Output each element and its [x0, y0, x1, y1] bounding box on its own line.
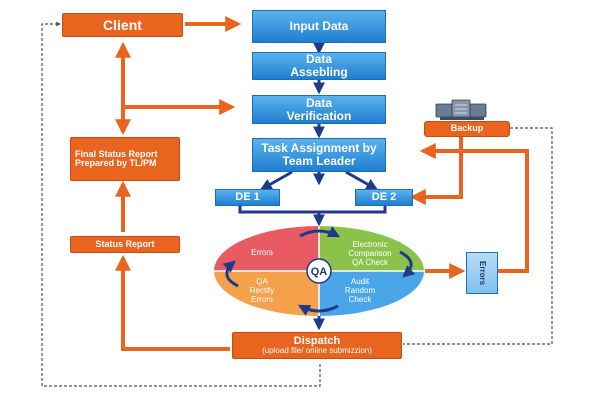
de-merge-to-qa-arrow	[238, 206, 387, 214]
final-status-box: Final Status Report Prepared by TL/PM	[70, 137, 180, 181]
data-verification-box: Data Verification	[252, 95, 386, 124]
input-data-box: Input Data	[252, 10, 386, 43]
qa-errors-label: Errors	[251, 248, 273, 257]
dispatch-return-dashed-line	[41, 21, 321, 387]
qa-electronic-line2: Comparison	[348, 249, 391, 258]
task-to-de2-arrow	[345, 170, 379, 191]
de2-box: DE 2	[355, 189, 413, 206]
qa-quadrant-electronic	[319, 226, 424, 271]
qa-cycle-arrow-bottom	[297, 304, 339, 316]
qa-electronic-line3: QA Check	[352, 258, 389, 267]
qa-audit-line3: Check	[349, 295, 373, 304]
qa-audit-line1: Audit	[351, 277, 370, 286]
qa-quadrant-errors	[214, 226, 319, 271]
task-to-de1-arrow	[259, 170, 293, 191]
qa-center-circle	[306, 258, 332, 284]
backup-box: Backup	[424, 121, 510, 137]
qa-quadrant-rectify	[214, 271, 319, 316]
dispatch-box: Dispatch (upload file/ online submizzion…	[232, 332, 402, 359]
qa-cycle-arrow-right	[399, 250, 416, 278]
errors-back-arrow	[419, 143, 529, 273]
qa-cycle: QA Errors Electronic Comparison QA Check…	[214, 226, 424, 316]
backup-dashed-line	[403, 127, 553, 345]
qa-cycle-arrow-top	[299, 226, 341, 238]
qa-cycle-arrow-left	[222, 260, 239, 288]
qa-quadrant-audit	[319, 271, 424, 316]
de1-box: DE 1	[215, 189, 280, 206]
qa-rectify-line3: Errors	[251, 295, 273, 304]
dispatch-subtitle: (upload file/ online submizzion)	[262, 346, 372, 356]
status-report-box: Status Report	[70, 236, 180, 253]
qa-electronic-line1: Electronic	[352, 240, 387, 249]
data-assembling-box: Data Assebling	[252, 52, 386, 80]
qa-rectify-line2: Rectify	[250, 286, 274, 295]
errors-side-box: Errors	[466, 252, 498, 294]
backup-to-de2-arrow	[409, 137, 463, 205]
client-box: Client	[62, 13, 183, 37]
dispatch-title: Dispatch	[293, 334, 341, 347]
qa-center-label: QA	[311, 266, 328, 278]
server-icon	[435, 99, 487, 120]
qa-audit-line2: Random	[345, 286, 376, 295]
qa-rectify-line1: QA	[256, 277, 268, 286]
task-assignment-box: Task Assignment by Team Leader	[252, 138, 386, 172]
dispatch-to-status-arrow	[115, 254, 230, 351]
